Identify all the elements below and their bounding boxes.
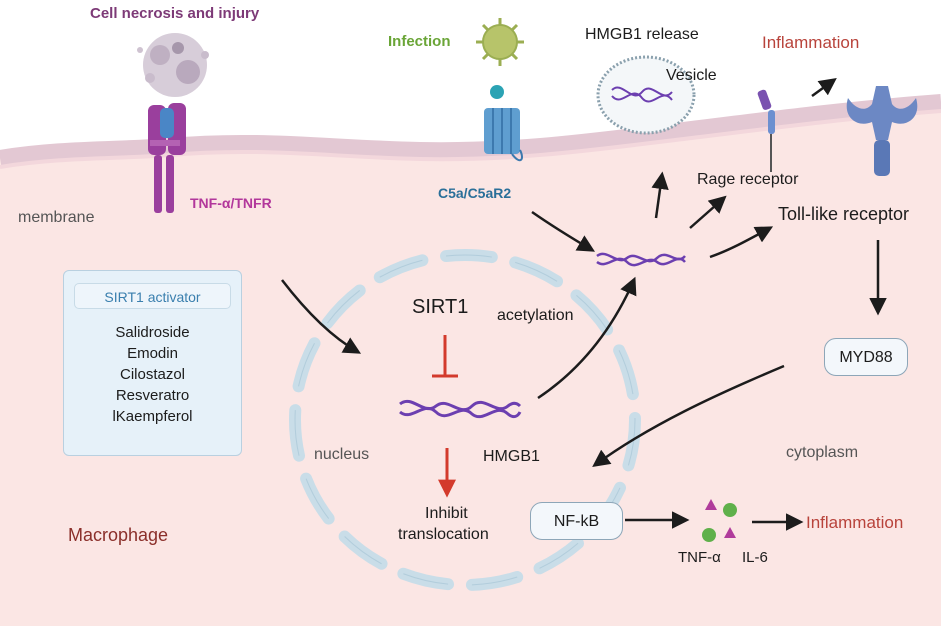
toll-like-receptor-icon (846, 86, 918, 176)
toll-like-receptor-label: Toll-like receptor (778, 204, 910, 224)
tnf-tnfr-label: TNF-α/TNFR (190, 195, 272, 211)
dna-icon (596, 252, 686, 267)
arrow-inflammation-top (811, 77, 837, 98)
myd88-box: MYD88 (824, 338, 908, 376)
cell-membrane (0, 94, 941, 166)
rage-receptor-icon (757, 89, 775, 172)
translocation-label: translocation (398, 526, 489, 543)
c5ar2-receptor-icon (484, 85, 523, 162)
inflammation-top-label: Inflammation (762, 33, 860, 52)
myd88-label: MYD88 (839, 349, 893, 366)
arrow-c5a-to-dna (531, 210, 596, 252)
inhibit-label: Inhibit (425, 505, 468, 522)
hmgb1-release-label: HMGB1 release (585, 26, 699, 43)
activator-item: Salidroside (115, 324, 190, 341)
arrow-to-rage (689, 195, 727, 229)
cytoplasm-label: cytoplasm (786, 444, 859, 461)
sirt1-activator-title-box: SIRT1 activator (74, 283, 231, 309)
acetylation-label: acetylation (497, 307, 574, 324)
pathway-arrows (281, 77, 887, 531)
sirt1-inhibition (432, 335, 458, 378)
activator-item: Resveratro (115, 387, 190, 404)
arrow-acetylation (537, 276, 637, 400)
rage-receptor-label: Rage receptor (697, 171, 799, 188)
il6-label: IL-6 (742, 549, 768, 566)
hmgb1-label: HMGB1 (483, 448, 540, 465)
circle-icon (723, 503, 737, 517)
activator-item: Cilostazol (119, 366, 186, 383)
nucleus-label: nucleus (314, 446, 370, 463)
sirt1-label: SIRT1 (412, 296, 469, 318)
cytoplasm-area (0, 102, 941, 626)
nfkb-box: NF-kB (530, 502, 623, 540)
virus-icon (476, 18, 524, 66)
tnfr-receptor-icon (148, 103, 186, 213)
activator-item: Emodin (127, 345, 178, 362)
vesicle-icon (596, 55, 696, 135)
necrotic-cell-icon (137, 33, 209, 97)
membrane-label: membrane (18, 209, 95, 226)
arrow-myd88-to-nfkb (592, 364, 785, 468)
activator-item: lKaempferol (112, 408, 193, 425)
sirt1-activator-box: SIRT1 activator Salidroside Emodin Cilos… (63, 270, 242, 456)
arrow-tnfr-to-nucleus (281, 279, 362, 354)
circle-icon (702, 528, 716, 542)
sirt1-activator-title: SIRT1 activator (104, 289, 201, 305)
vesicle-label: Vesicle (666, 67, 717, 84)
cell-necrosis-label: Cell necrosis and injury (90, 5, 260, 22)
arrow-to-vesicle (651, 171, 669, 219)
infection-label: Infection (388, 33, 451, 50)
dna-icon (399, 400, 522, 419)
nfkb-label: NF-kB (553, 513, 600, 530)
tnf-alpha-label: TNF-α (678, 549, 721, 566)
cytokines (702, 499, 737, 542)
c5a-c5ar2-label: C5a/C5aR2 (438, 185, 512, 201)
triangle-icon (705, 499, 717, 510)
arrow-to-toll (709, 226, 774, 259)
triangle-icon (724, 527, 736, 538)
macrophage-label: Macrophage (68, 525, 169, 545)
inflammation-bottom-label: Inflammation (806, 513, 904, 532)
